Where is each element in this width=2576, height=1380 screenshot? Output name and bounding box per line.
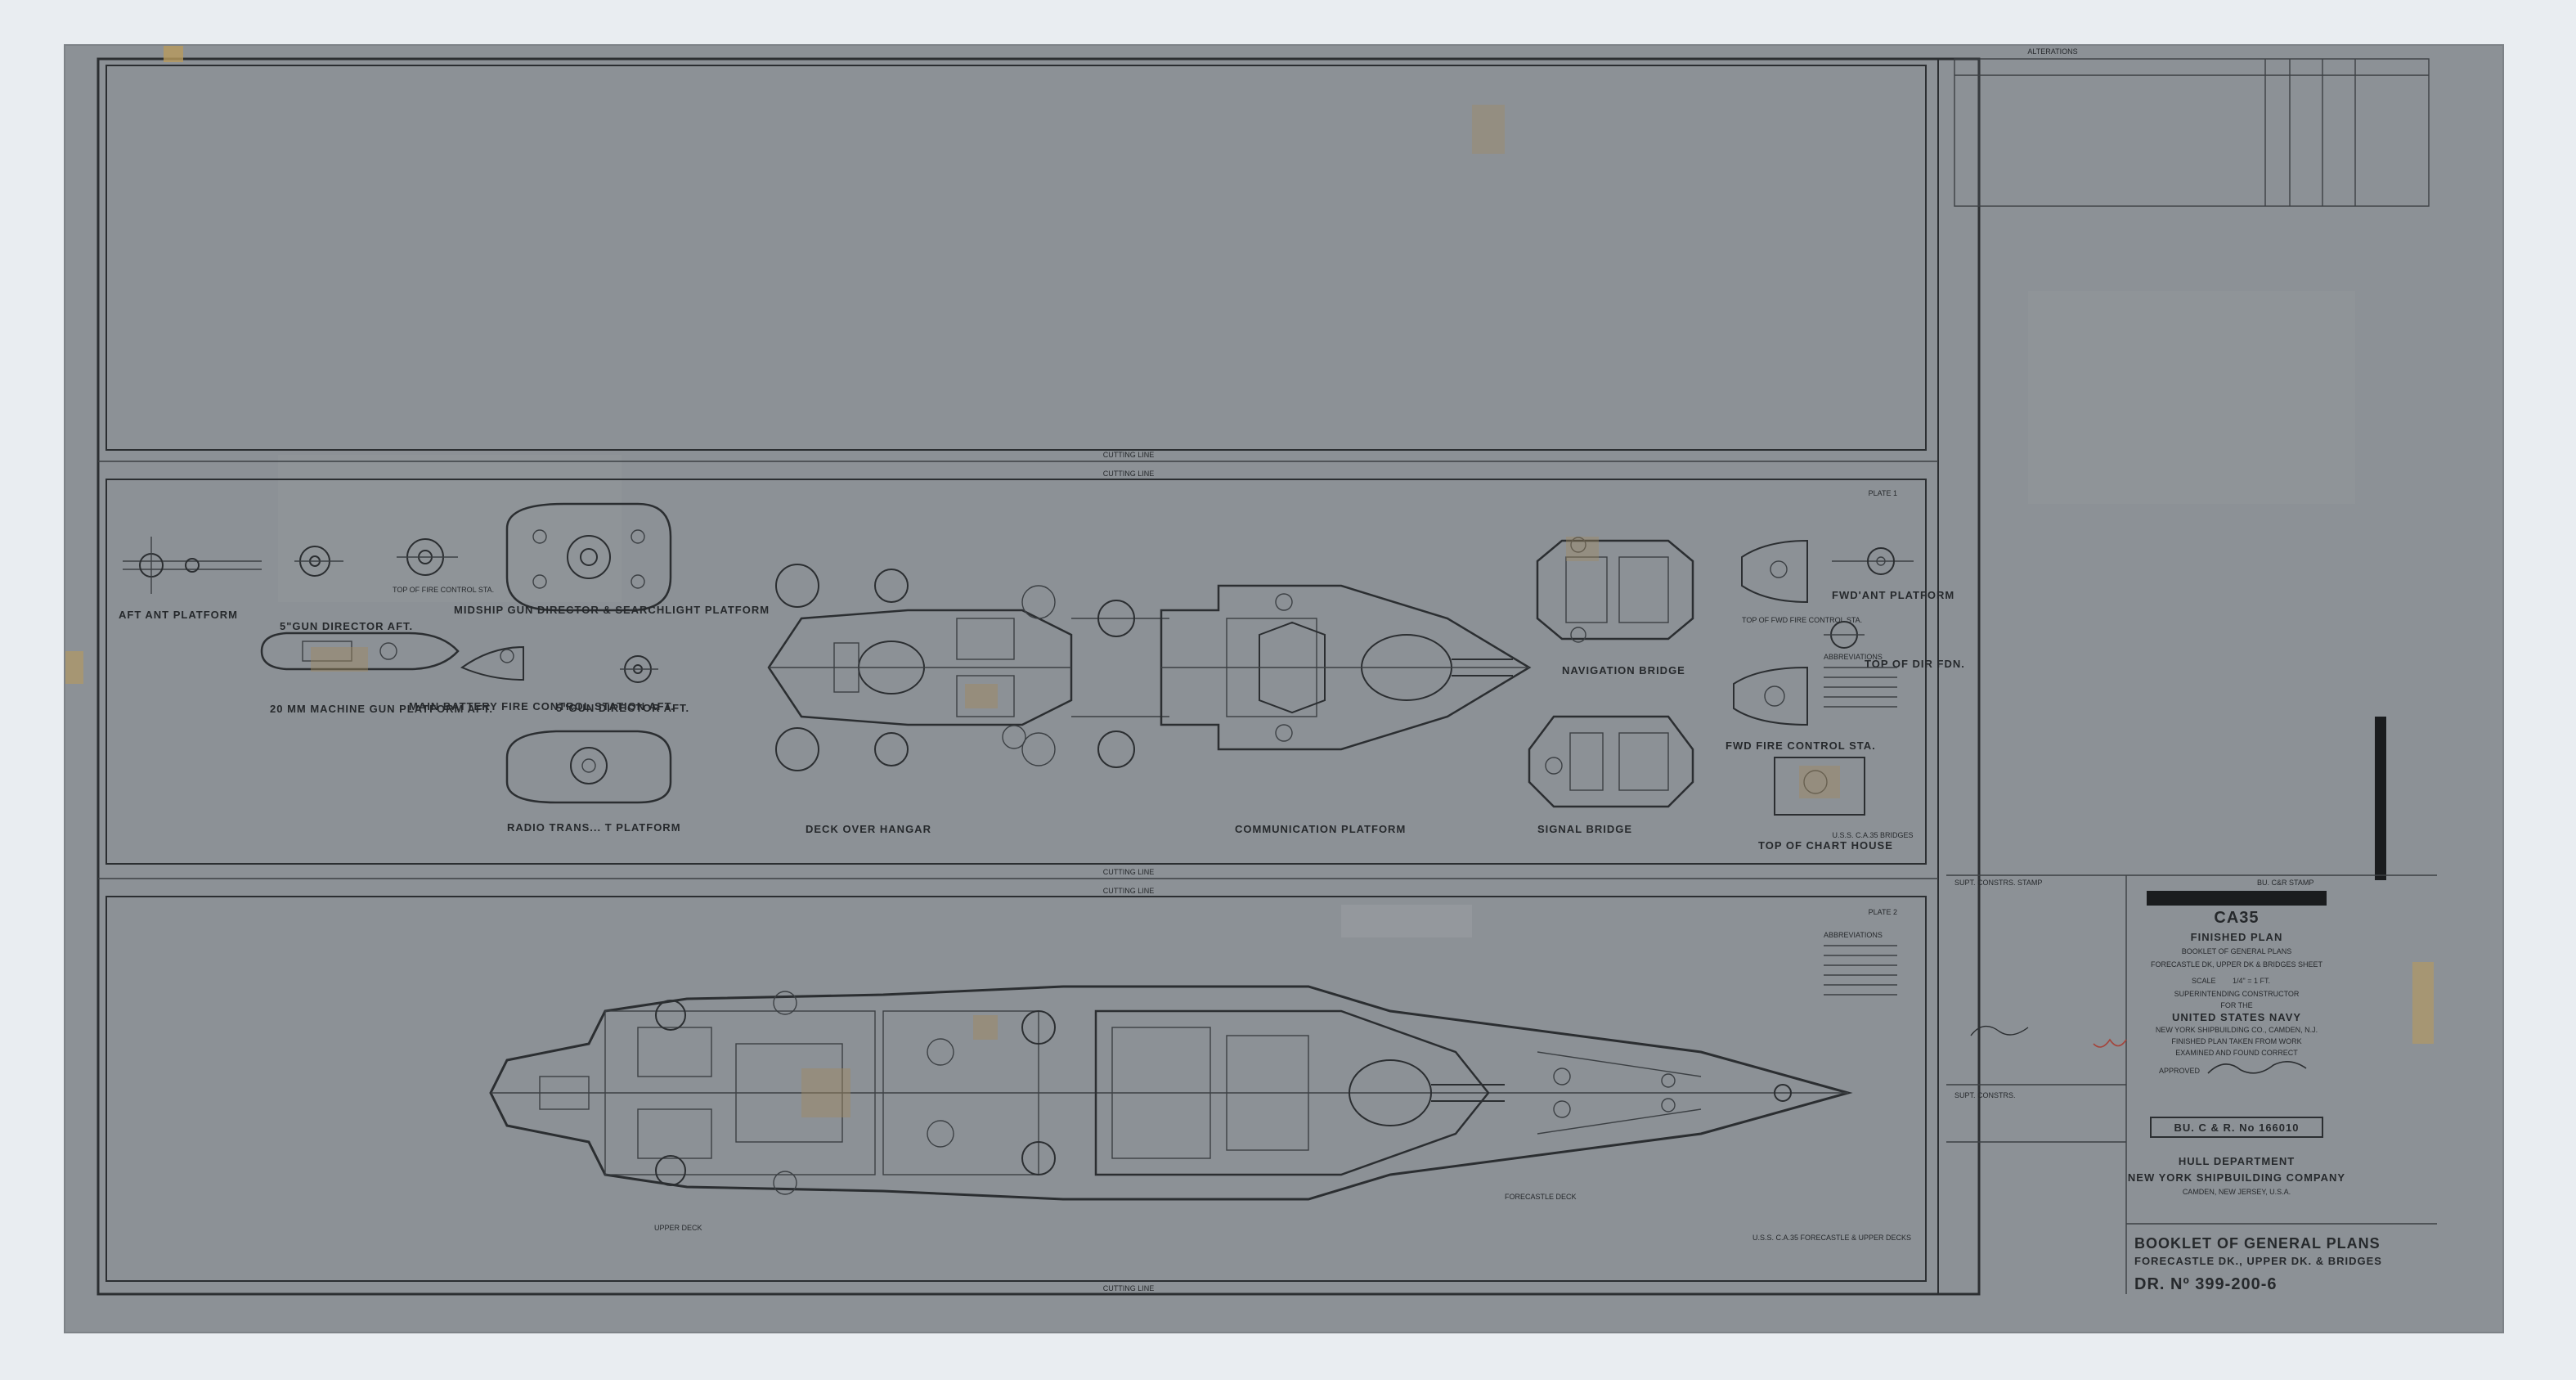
navigation-bridge-drawing: [1536, 537, 1694, 643]
supt-constrs-label: SUPT. CONSTRS.: [1954, 1091, 2016, 1099]
label-uss-forecastle: U.S.S. C.A.35 FORECASTLE & UPPER DECKS: [1752, 1234, 1911, 1242]
bu-number: BU. C & R. No 166010: [2174, 1122, 2300, 1134]
cutting-line-1: CUTTING LINE: [1103, 451, 1155, 459]
booklet-title: BOOKLET OF GENERAL PLANS: [2134, 1235, 2381, 1252]
booklet-line: BOOKLET OF GENERAL PLANS: [2182, 947, 2292, 955]
label-deck-over-hangar: DECK OVER HANGAR: [806, 823, 931, 835]
superintending: SUPERINTENDING CONSTRUCTOR: [2174, 990, 2300, 998]
fire-control-station-aft-drawing: [460, 645, 524, 681]
deck-over-hangar-drawing: [767, 564, 1073, 771]
label-navigation-bridge: NAVIGATION BRIDGE: [1562, 664, 1685, 677]
scale-label: SCALE: [2192, 977, 2216, 985]
shipyard-line: NEW YORK SHIPBUILDING CO., CAMDEN, N.J.: [2156, 1026, 2318, 1034]
stamp-grid: [1946, 874, 2437, 1294]
label-communication-platform: COMMUNICATION PLATFORM: [1235, 823, 1406, 835]
top-of-fwd-fire-control-drawing: [1741, 539, 1808, 604]
top-blank-panel: [105, 65, 1927, 451]
label-midship-gun-director: MIDSHIP GUN DIRECTOR & SEARCHLIGHT PLATF…: [454, 604, 770, 616]
gun-director-aft-2-drawing: [620, 655, 658, 683]
cutting-line-5: CUTTING LINE: [1103, 1284, 1155, 1292]
tape-mark-1: [164, 46, 183, 62]
company-location: CAMDEN, NEW JERSEY, U.S.A.: [2183, 1188, 2291, 1196]
signal-bridge-drawing: [1528, 715, 1694, 808]
bridges-panel: [105, 479, 1927, 865]
blueprint-drawing: CUTTING LINE CUTTING LINE CUTTING LINE C…: [65, 46, 2437, 1296]
top-of-chart-house-drawing: [1774, 757, 1865, 816]
supt-constrs-stamp: SUPT. CONSTRS. STAMP: [1954, 879, 2042, 887]
title-black-band: [2147, 891, 2327, 906]
top-of-dir-fdn-drawing: [1824, 621, 1865, 649]
cutting-line-4: CUTTING LINE: [1103, 887, 1155, 895]
aft-ant-platform-drawing: [123, 537, 262, 594]
top-of-fire-control-drawing: [397, 538, 458, 576]
sheet-title: FORECASTLE DK., UPPER DK. & BRIDGES: [2134, 1255, 2382, 1267]
gun-director-aft-drawing: [294, 546, 343, 577]
red-mark: [2093, 1038, 2127, 1048]
label-fwd-ant-platform: FWD'ANT PLATFORM: [1832, 589, 1954, 601]
cutting-line-3: CUTTING LINE: [1103, 868, 1155, 876]
blueprint-sheet: CUTTING LINE CUTTING LINE CUTTING LINE C…: [65, 46, 2502, 1332]
label-abbreviations-bottom: ABBREVIATIONS: [1824, 931, 1883, 939]
approved-signature: [2207, 1061, 2307, 1074]
label-radio-platform: RADIO TRANS... T PLATFORM: [507, 821, 681, 834]
label-top-of-fwd-fire-control: TOP OF FWD FIRE CONTROL STA.: [1742, 616, 1862, 624]
company-name: NEW YORK SHIPBUILDING COMPANY: [2128, 1171, 2345, 1184]
tape-mark-2: [65, 651, 83, 684]
alterations-header: ALTERATIONS: [2027, 47, 2077, 56]
alterations-table: [1954, 58, 2430, 207]
label-top-of-fire-control: TOP OF FIRE CONTROL STA.: [393, 586, 494, 594]
drawing-border: [96, 57, 1981, 1296]
cutting-line-2: CUTTING LINE: [1103, 470, 1155, 478]
label-gun-director-aft-1: 5"GUN DIRECTOR AFT.: [280, 620, 413, 632]
date-signature: [1970, 1025, 2029, 1036]
finished-plan-taken: FINISHED PLAN TAKEN FROM WORK: [2171, 1037, 2301, 1045]
scale-value: 1/4" = 1 FT.: [2233, 977, 2270, 985]
examined-correct: EXAMINED AND FOUND CORRECT: [2175, 1049, 2298, 1057]
hull-department: HULL DEPARTMENT: [2179, 1155, 2295, 1167]
fwd-ant-platform-drawing: [1832, 547, 1914, 575]
communication-platform-drawing: [1021, 584, 1532, 768]
fwd-fire-control-sta-drawing: [1733, 666, 1808, 726]
sheet-line: FORECASTLE DK, UPPER DK & BRIDGES SHEET: [2151, 960, 2323, 969]
label-fwd-fire-control-sta: FWD FIRE CONTROL STA.: [1726, 739, 1876, 752]
label-signal-bridge: SIGNAL BRIDGE: [1537, 823, 1632, 835]
label-top-of-dir-fdn: TOP OF DIR FDN.: [1865, 658, 1965, 670]
united-states-navy: UNITED STATES NAVY: [2172, 1011, 2301, 1023]
ship-designation: CA35: [2214, 909, 2259, 927]
mg-platform-aft-drawing: [260, 632, 460, 672]
label-upper-deck: UPPER DECK: [654, 1224, 702, 1232]
label-top-of-chart-house: TOP OF CHART HOUSE: [1758, 839, 1893, 852]
hull-plan-drawing: [489, 985, 1853, 1201]
label-mg-platform-aft: 20 MM MACHINE GUN PLATFORM AFT.: [270, 703, 493, 715]
finished-plan: FINISHED PLAN: [2191, 931, 2283, 943]
bu-number-box: [2150, 1117, 2323, 1138]
label-abbreviations-top: ABBREVIATIONS: [1824, 653, 1883, 661]
label-forecastle-deck: FORECASTLE DECK: [1505, 1193, 1577, 1201]
approved-label: APPROVED: [2159, 1067, 2201, 1075]
plate-1-label: PLATE 1: [1869, 489, 1897, 497]
midship-gun-director-drawing: [505, 502, 672, 612]
drawing-number: DR. Nº 399-200-6: [2134, 1275, 2278, 1293]
abbreviations-list: [1824, 667, 1897, 708]
label-uss-bridges: U.S.S. C.A.35 BRIDGES: [1832, 831, 1913, 839]
radio-platform-drawing: [505, 730, 672, 804]
label-aft-ant-platform: AFT ANT PLATFORM: [119, 609, 238, 621]
bu-cr-stamp: BU. C&R STAMP: [2257, 879, 2313, 887]
for-the: FOR THE: [2220, 1001, 2252, 1009]
plate-2-label: PLATE 2: [1869, 908, 1897, 916]
stain-mark: [1472, 105, 1505, 154]
label-gun-director-aft-2: 5"GUN DIRECTOR AFT.: [556, 702, 689, 714]
abbreviations-list-2: [1824, 945, 1897, 996]
label-main-battery-fire-control: MAIN BATTERY FIRE CONTROL STATION AFT.: [409, 700, 675, 712]
decks-panel: [105, 896, 1927, 1282]
tape-mark-3: [2412, 962, 2434, 1044]
black-marker-bar: [2375, 717, 2386, 880]
